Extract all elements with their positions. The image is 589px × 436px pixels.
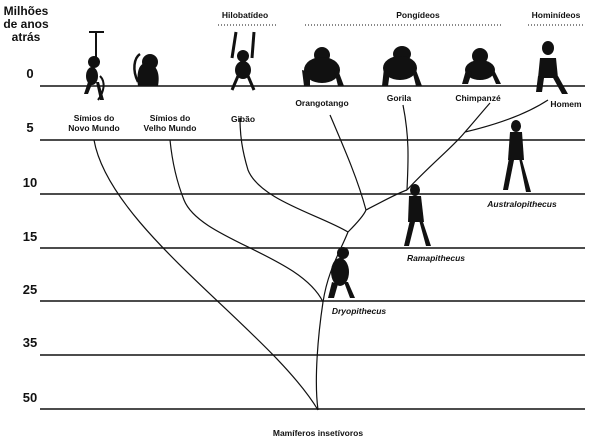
- axis-title: Milhões de anos atrás: [3, 4, 49, 44]
- axis-title-line-1: Milhões: [4, 4, 49, 18]
- label-ramapithecus: Ramapithecus: [407, 253, 465, 263]
- label-old-world-monkeys-line-1: Símios do: [150, 113, 191, 123]
- taxon-labels: Símios do Novo Mundo Símios do Velho Mun…: [68, 93, 582, 133]
- tick-label: 50: [23, 390, 37, 405]
- old-world-monkey-silhouette: [133, 52, 159, 86]
- branch-trunk: [315, 301, 324, 411]
- label-new-world-monkeys-line-1: Símios do: [74, 113, 115, 123]
- orangutan-silhouette: [302, 47, 344, 86]
- label-gorilla: Gorila: [387, 93, 412, 103]
- label-orangutan: Orangotango: [295, 98, 348, 108]
- label-gibbon: Gibão: [231, 114, 255, 124]
- chimpanzee-silhouette: [462, 48, 501, 84]
- label-australopithecus: Australopithecus: [486, 199, 557, 209]
- gorilla-silhouette: [382, 46, 422, 86]
- australopithecus-silhouette: [503, 120, 531, 192]
- group-pongid: Pongídeos: [396, 10, 440, 20]
- axis-title-line-3: atrás: [12, 30, 41, 44]
- group-hylobatid: Hilobatídeo: [222, 10, 268, 20]
- branch-chimp-human-stem: [406, 131, 466, 191]
- branch-human: [464, 99, 549, 133]
- label-new-world-monkeys-line-2: Novo Mundo: [68, 123, 119, 133]
- tick-label: 15: [23, 229, 37, 244]
- dryopithecus-silhouette: [328, 247, 355, 298]
- branch-chimpanzee: [464, 102, 491, 133]
- tick-label: 25: [23, 282, 37, 297]
- label-root-insectivorous-mammals: Mamíferos insetívoros: [273, 428, 363, 436]
- tick-label: 5: [26, 120, 33, 135]
- tree-branches: [93, 99, 549, 411]
- branch-gibbon: [239, 117, 349, 233]
- fossil-silhouettes: [328, 120, 531, 298]
- tick-label: 10: [23, 175, 37, 190]
- gibbon-silhouette: [230, 31, 256, 91]
- axis-title-line-2: de anos: [3, 17, 49, 31]
- branch-old-world-monkeys: [169, 139, 324, 303]
- time-gridlines: [40, 85, 585, 410]
- branch-gorilla: [402, 104, 409, 191]
- primate-silhouettes: [84, 31, 568, 101]
- branch-new-world-monkeys: [93, 139, 319, 411]
- label-dryopithecus: Dryopithecus: [332, 306, 387, 316]
- label-old-world-monkeys-line-2: Velho Mundo: [144, 123, 197, 133]
- axis-ticks: 0 5 10 15 25 35 50: [23, 66, 37, 405]
- branch-african-ape-stem: [365, 189, 408, 211]
- human-silhouette: [536, 41, 568, 94]
- branch-orangutan: [329, 114, 367, 211]
- tick-label: 35: [23, 335, 37, 350]
- tick-label: 0: [26, 66, 33, 81]
- label-chimpanzee: Chimpanzé: [455, 93, 501, 103]
- group-hominid: Hominídeos: [532, 10, 581, 20]
- new-world-monkey-silhouette: [84, 31, 105, 101]
- branch-ape-stem: [347, 209, 367, 233]
- label-human: Homem: [550, 99, 582, 109]
- ramapithecus-silhouette: [404, 184, 431, 246]
- fossil-labels: Australopithecus Ramapithecus Dryopithec…: [332, 199, 557, 316]
- group-headers: Hilobatídeo Pongídeos Hominídeos: [218, 10, 584, 26]
